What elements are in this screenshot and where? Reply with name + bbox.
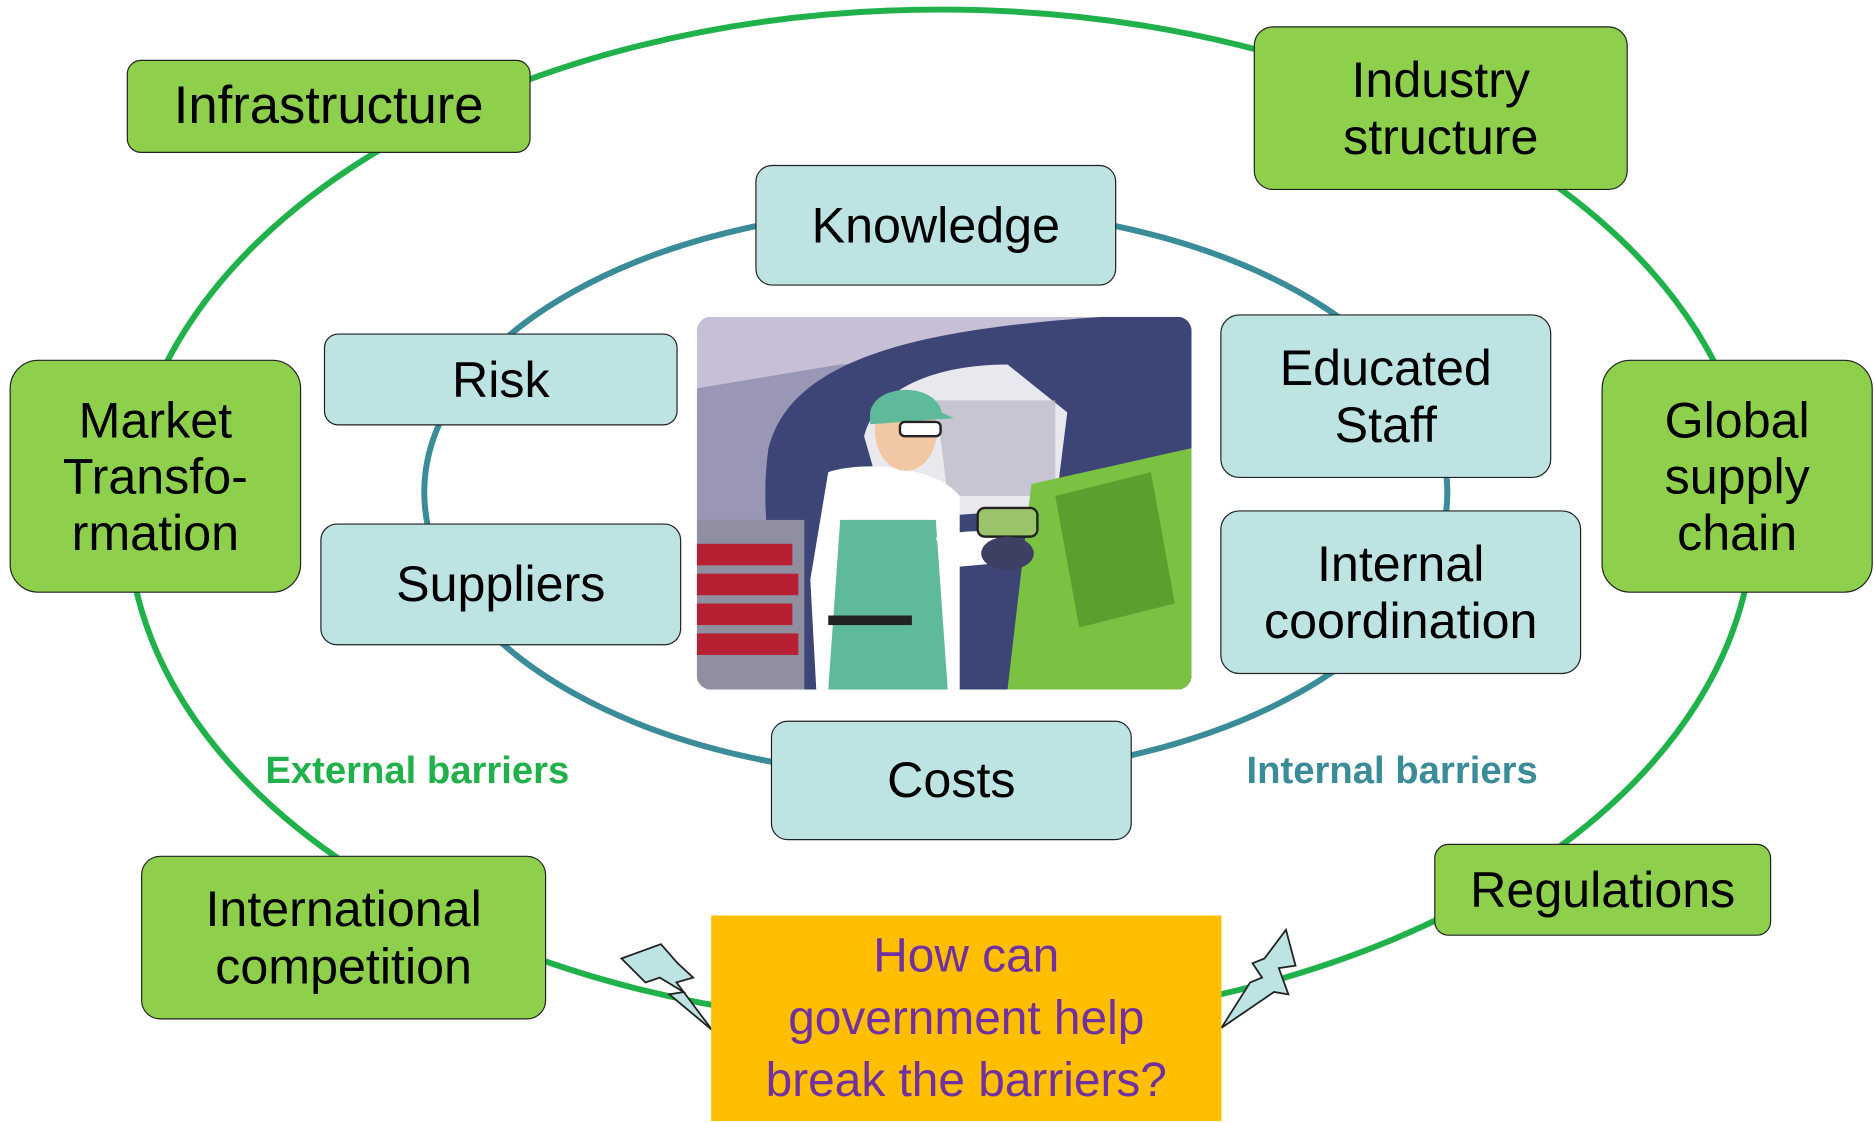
market-transformation-box: Market Transfo- rmation — [9, 359, 302, 593]
international-competition-line-2: competition — [215, 937, 472, 994]
internal-barriers-label: Internal barriers — [1246, 748, 1538, 792]
global-supply-chain-line-2: supply — [1664, 448, 1810, 505]
infrastructure-label: Infrastructure — [173, 76, 484, 136]
suppliers-label: Suppliers — [396, 556, 606, 613]
suppliers-box: Suppliers — [320, 523, 682, 646]
educated-staff-box: Educated Staff — [1220, 314, 1552, 479]
infrastructure-box: Infrastructure — [126, 59, 531, 153]
industry-structure-line-2: structure — [1343, 108, 1539, 165]
internal-coordination-line-2: coordination — [1263, 592, 1538, 649]
educated-staff-line-2: Staff — [1334, 396, 1437, 453]
government-help-callout: How can government help break the barrie… — [711, 915, 1222, 1122]
market-transformation-line-2: Transfo- — [62, 448, 248, 505]
callout-line-2: government help — [788, 991, 1145, 1045]
costs-box: Costs — [770, 720, 1132, 841]
global-supply-chain-line-1: Global — [1664, 391, 1810, 449]
knowledge-box: Knowledge — [755, 164, 1117, 286]
internal-coordination-line-1: Internal — [1316, 535, 1485, 593]
internal-coordination-box: Internal coordination — [1220, 510, 1582, 675]
market-transformation-line-3: rmation — [71, 504, 240, 561]
industry-structure-box: Industry structure — [1253, 26, 1628, 191]
knowledge-label: Knowledge — [811, 197, 1060, 254]
global-supply-chain-box: Global supply chain — [1601, 359, 1873, 593]
international-competition-box: International competition — [141, 855, 547, 1020]
costs-label: Costs — [887, 752, 1016, 809]
regulations-box: Regulations — [1434, 843, 1772, 936]
industry-structure-line-1: Industry — [1351, 51, 1531, 109]
factory-worker-illustration — [696, 316, 1192, 690]
callout-line-3: break the barriers? — [765, 1054, 1167, 1107]
international-competition-line-1: International — [205, 881, 482, 938]
market-transformation-line-1: Market — [78, 391, 233, 449]
risk-label: Risk — [451, 351, 550, 408]
global-supply-chain-line-3: chain — [1677, 504, 1798, 561]
external-barriers-label: External barriers — [265, 748, 570, 792]
educated-staff-line-1: Educated — [1279, 339, 1492, 397]
risk-box: Risk — [323, 333, 678, 426]
callout-line-1: How can — [873, 929, 1060, 983]
regulations-label: Regulations — [1470, 861, 1736, 918]
